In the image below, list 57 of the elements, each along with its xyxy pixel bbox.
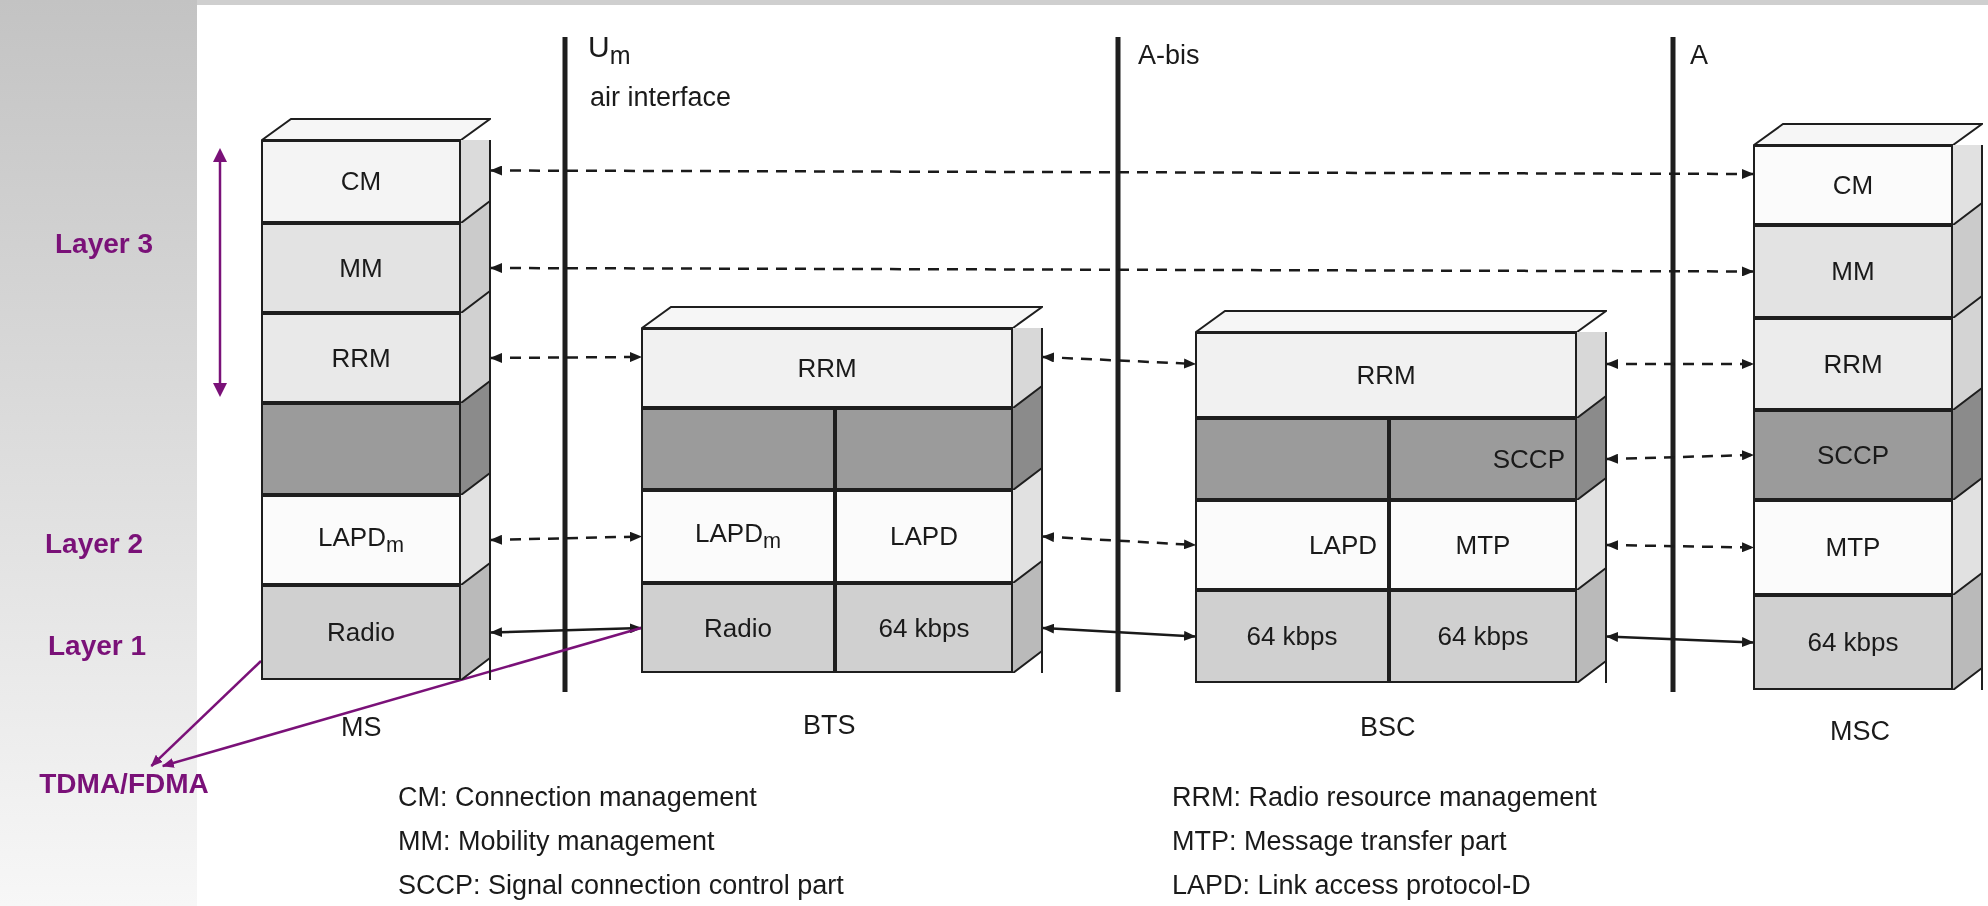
layer-cell: RRM [261,313,491,403]
arrow [1606,450,1754,464]
layer-cell: LAPD [835,490,1043,583]
layer-cell: 64 kbps [1753,595,1983,690]
layer-cell: 64 kbps [1389,590,1607,683]
layer-cell [1195,418,1389,500]
layer-cell: CM [1753,123,1983,225]
arrow [1606,631,1754,648]
layer-cell: SCCP [1753,410,1983,500]
annotation-text: TDMA/FDMA [10,768,238,800]
legend-note: CM: Connection management [398,782,757,813]
layer-cell [835,408,1043,490]
interface-label: air interface [590,82,732,113]
legend-note: MM: Mobility management [398,826,715,857]
layer-cell: Radio [261,585,491,680]
stack-label: BTS [803,710,856,741]
stack-label: MSC [1830,716,1890,747]
legend-note: RRM: Radio resource management [1172,782,1597,813]
layer-cell: Radio [641,583,835,673]
layer-label: Layer 2 [45,528,144,560]
layer-cell: RRM [1753,318,1983,410]
arrow [1606,359,1754,369]
leader-line [150,660,262,767]
interface-label: A-bis [1138,40,1200,71]
layer-cell: RRM [641,306,1043,408]
stack-label: MS [341,712,382,743]
layer-cell: MTP [1753,500,1983,595]
arrow [1042,623,1196,641]
arrow [490,531,642,545]
layer-label: Layer 1 [48,630,147,662]
legend-note: SCCP: Signal connection control part [398,870,844,901]
layer-cell [261,403,491,495]
legend-note: MTP: Message transfer part [1172,826,1507,857]
arrow [490,352,642,363]
interface-label: A [1690,40,1708,71]
layer-cell: LAPD [1195,500,1389,590]
layer-cell: SCCP [1389,418,1607,500]
layer-cell: LAPD$_{m}$ [261,495,491,585]
arrow [1042,352,1196,369]
layer-cell: CM [261,118,491,223]
arrow [490,165,1754,179]
layer-cell: 64 kbps [835,583,1043,673]
arrow [490,263,1754,277]
layer-cell: RRM [1195,310,1607,418]
layer-label: Layer 3 [55,228,154,260]
layer-cell: LAPD$_{m}$ [641,490,835,583]
layer-cell: 64 kbps [1195,590,1389,683]
leader-line [161,626,642,768]
arrow [1606,540,1754,553]
interface-label: U$_{m}$ [588,30,631,70]
layer-cell: MM [261,223,491,313]
layer-cell: MM [1753,225,1983,318]
layer-cell: MTP [1389,500,1607,590]
stack-label: BSC [1360,712,1416,743]
legend-note: LAPD: Link access protocol-D [1172,870,1531,901]
layer-cell [641,408,835,490]
arrow [1042,532,1196,550]
